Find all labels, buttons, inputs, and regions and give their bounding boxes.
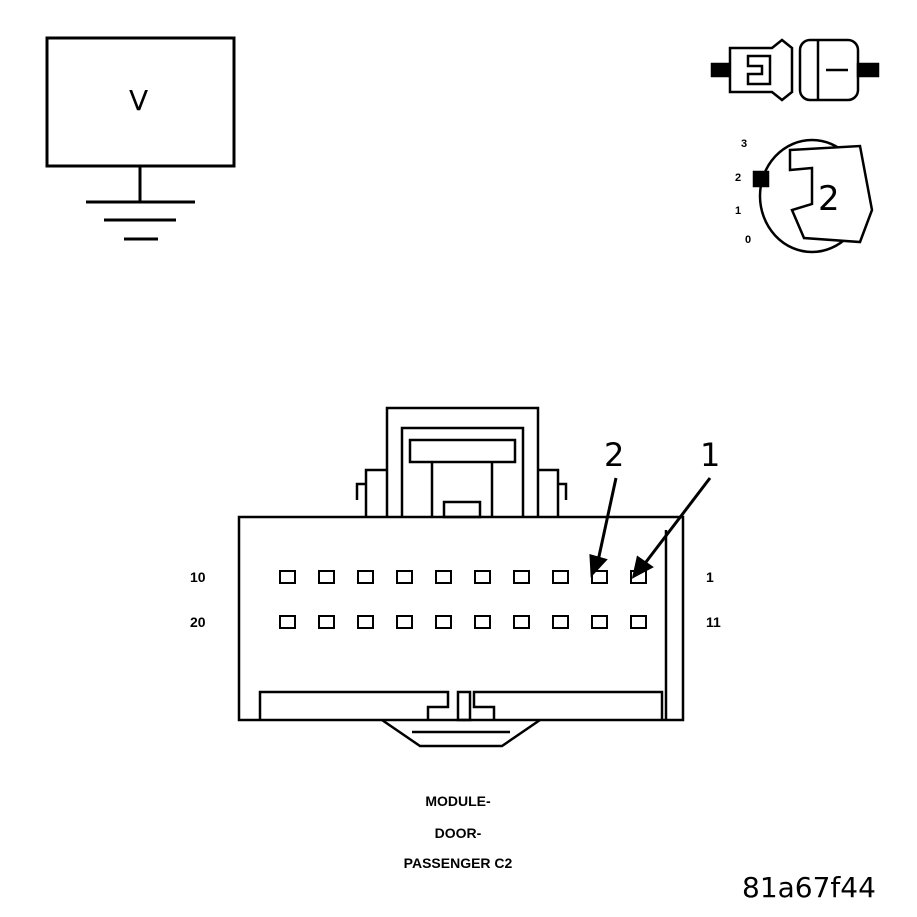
pin-cavity bbox=[474, 570, 491, 584]
figure-id: 81a67f44 bbox=[742, 871, 876, 904]
pin-cavity bbox=[279, 615, 296, 629]
voltmeter-label: V bbox=[129, 84, 149, 117]
pin-cavity bbox=[591, 615, 608, 629]
voltmeter-symbol bbox=[45, 36, 236, 241]
pin-cavity bbox=[318, 615, 335, 629]
connector-c2-body bbox=[237, 406, 685, 748]
pin-cavity bbox=[396, 570, 413, 584]
callout-arrowhead-2 bbox=[589, 553, 608, 578]
connector-caption-line-2: DOOR- bbox=[434, 825, 482, 841]
row1-start-label: 10 bbox=[190, 569, 206, 585]
pin-cavity bbox=[396, 615, 413, 629]
ignition-key-label: 2 bbox=[818, 179, 840, 219]
ignition-position-3: 3 bbox=[741, 138, 748, 150]
callout-arrowhead-1 bbox=[631, 555, 654, 579]
callout-number-1: 1 bbox=[700, 436, 721, 474]
pin-cavity bbox=[435, 570, 452, 584]
callout-arrows bbox=[589, 477, 712, 579]
ignition-position-0: 0 bbox=[745, 234, 752, 246]
pin-cavity bbox=[630, 615, 647, 629]
connector-caption-line-1: MODULE- bbox=[425, 793, 491, 809]
pin-cavity bbox=[513, 570, 530, 584]
row2-end-label: 11 bbox=[706, 614, 721, 630]
row2-start-label: 20 bbox=[190, 614, 206, 630]
row1-end-label: 1 bbox=[706, 569, 714, 585]
pin-cavity bbox=[318, 570, 335, 584]
pin-cavity bbox=[435, 615, 452, 629]
ignition-position-1: 1 bbox=[735, 205, 742, 217]
callout-number-2: 2 bbox=[604, 436, 625, 474]
pin-cavity bbox=[357, 570, 374, 584]
disconnected-connector-icon bbox=[710, 38, 880, 102]
pin-cavity bbox=[552, 615, 569, 629]
pin-cavity bbox=[279, 570, 296, 584]
pin-cavity bbox=[552, 570, 569, 584]
ignition-key-icon bbox=[752, 138, 874, 254]
pin-cavity bbox=[357, 615, 374, 629]
ignition-position-2: 2 bbox=[735, 172, 742, 184]
connector-caption-line-3: PASSENGER C2 bbox=[403, 855, 513, 871]
connector-pins bbox=[279, 570, 647, 629]
pin-cavity bbox=[513, 615, 530, 629]
pin-cavity bbox=[474, 615, 491, 629]
callout-arrow-2 bbox=[596, 477, 618, 562]
pin-cavity bbox=[591, 570, 608, 584]
callout-arrow-1 bbox=[644, 477, 712, 563]
